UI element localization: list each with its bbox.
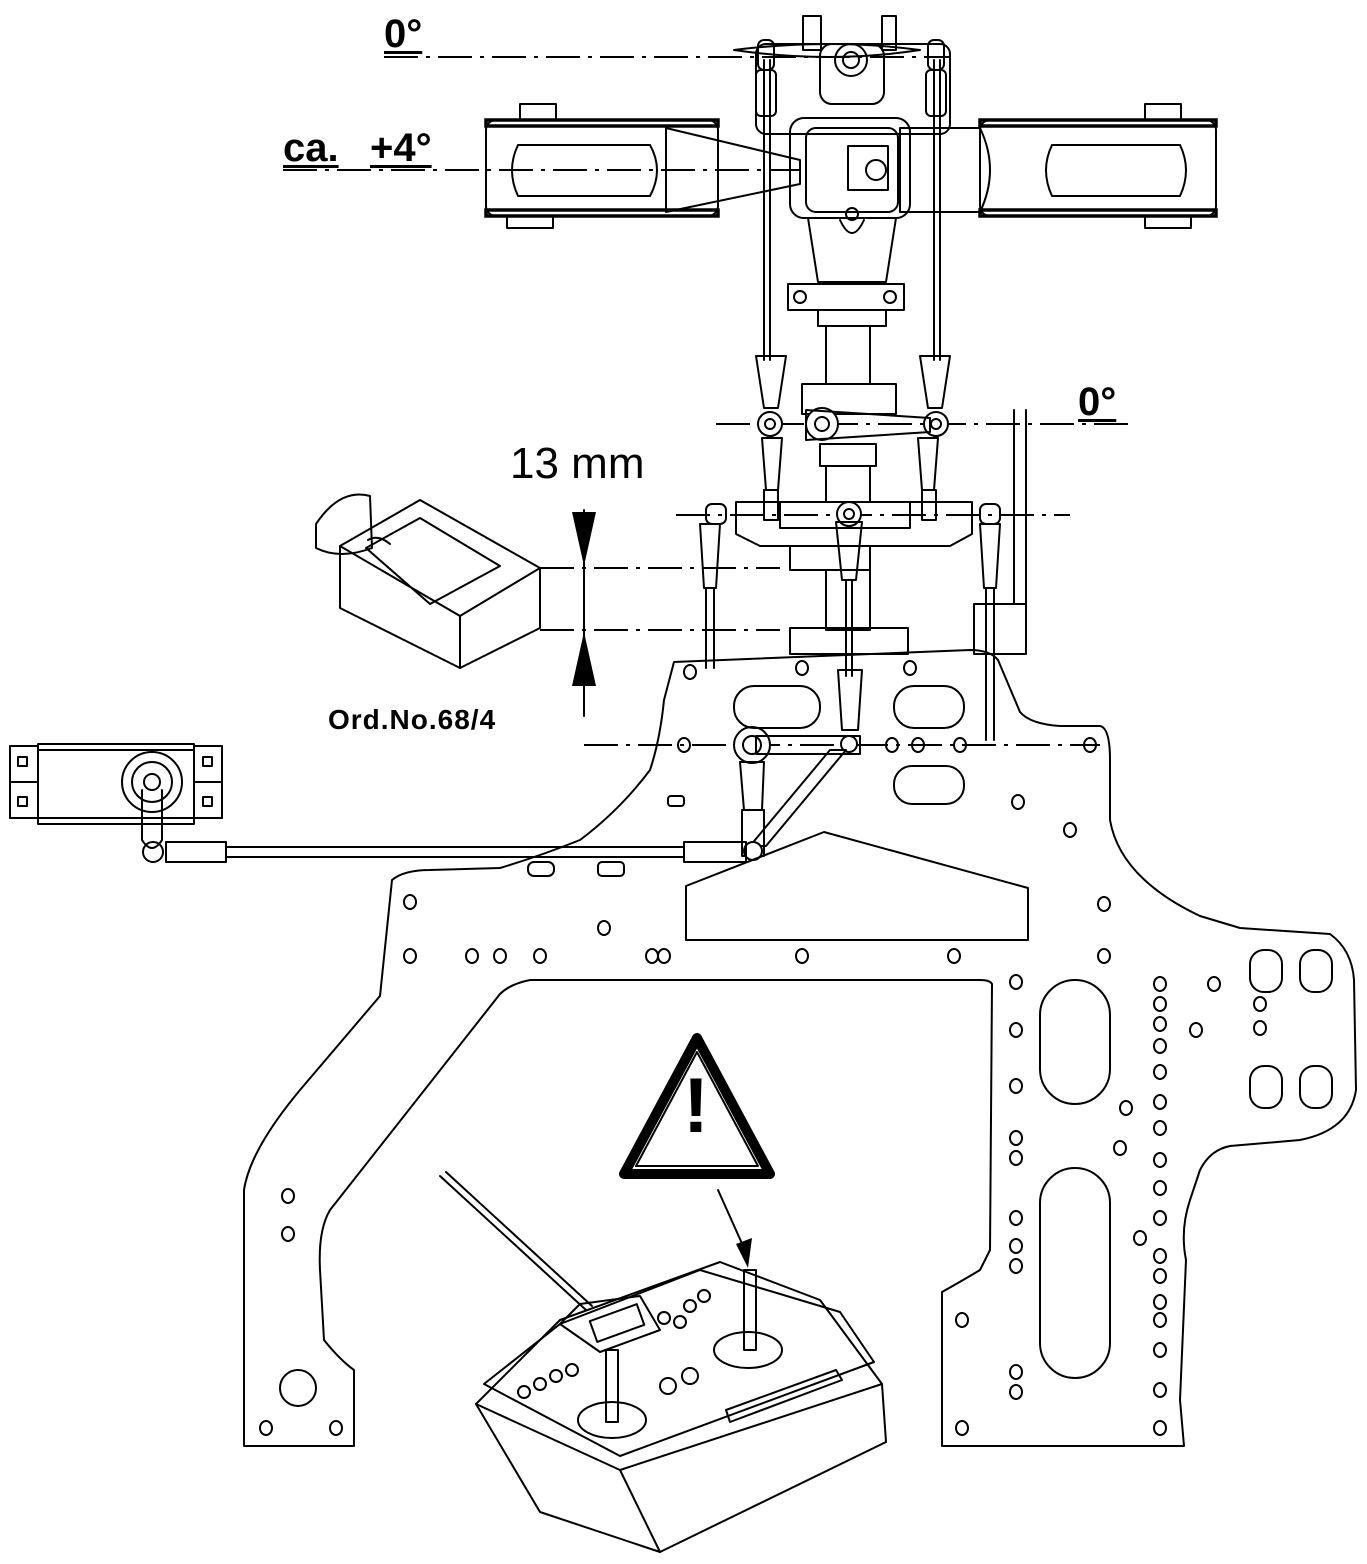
pitch-linkages [755, 39, 951, 521]
frame-hole [493, 948, 507, 964]
frame-hole [281, 1226, 295, 1242]
frame-hole [465, 948, 479, 964]
frame-hole [683, 664, 697, 680]
frame-hole [1009, 1022, 1023, 1038]
frame-hole [1153, 1064, 1167, 1080]
frame-hole [1153, 1342, 1167, 1358]
frame-hole [1153, 1210, 1167, 1226]
warning-triangle-icon [619, 1033, 775, 1179]
frame-hole [597, 920, 611, 936]
blade-pitch-angle-label: +4° [370, 126, 432, 170]
frame-hole [533, 948, 547, 964]
frame-hole [1153, 1180, 1167, 1196]
frame-hole [1009, 974, 1023, 990]
mixer-angle-label: 0° [1078, 380, 1117, 424]
frame-hole [1153, 996, 1167, 1012]
frame-hole [403, 894, 417, 910]
frame-hole [1009, 1384, 1023, 1400]
frame-hole [1253, 1020, 1267, 1036]
frame-hole [1153, 1312, 1167, 1328]
pitch-gauge-tool [315, 493, 541, 669]
warning-glyph: ! [683, 1061, 709, 1149]
frame-hole [1153, 1152, 1167, 1168]
gauge-dimension-arrows [572, 509, 596, 717]
transmitter [439, 1171, 887, 1553]
frame-hole [911, 737, 925, 753]
frame-hole [329, 1420, 343, 1436]
frame-hole [1119, 1100, 1133, 1116]
frame-hole [953, 737, 967, 753]
frame-hole [1153, 1094, 1167, 1110]
blade-prefix-label: ca. [283, 126, 339, 170]
frame-hole [885, 737, 899, 753]
frame-hole [795, 948, 809, 964]
servo [9, 743, 223, 849]
frame-hole [947, 948, 961, 964]
helicopter-frame [243, 649, 1357, 1447]
frame-hole [1009, 1364, 1023, 1380]
frame-hole [1009, 1130, 1023, 1146]
bellcrank-linkage [142, 726, 861, 863]
frame-hole [645, 948, 659, 964]
frame-hole [1153, 1382, 1167, 1398]
rotor-head [484, 15, 1218, 503]
frame-hole [1009, 1238, 1023, 1254]
frame-hole [1153, 1420, 1167, 1436]
frame-hole [1153, 1268, 1167, 1284]
frame-hole [795, 660, 809, 676]
frame-hole [1153, 1038, 1167, 1054]
frame-holes [259, 660, 1267, 1436]
frame-hole [1097, 948, 1111, 964]
frame-hole [281, 1188, 295, 1204]
frame-hole [1063, 822, 1077, 838]
frame-hole [1009, 1150, 1023, 1166]
frame-hole [955, 1312, 969, 1328]
frame-hole [1253, 996, 1267, 1012]
frame-hole [1009, 1210, 1023, 1226]
frame-hole [1207, 976, 1221, 992]
frame-hole [1083, 737, 1097, 753]
rotor-head-angle-label: 0° [384, 12, 423, 56]
frame-hole [677, 737, 691, 753]
gauge-distance-label: 13 mm [510, 439, 645, 488]
frame-hole [1153, 976, 1167, 992]
swashplate [699, 409, 1027, 741]
frame-hole [1153, 1248, 1167, 1264]
frame-hole [1133, 1230, 1147, 1246]
frame-hole [955, 1420, 969, 1436]
frame-hole [1113, 1140, 1127, 1156]
frame-hole [1097, 896, 1111, 912]
frame-hole [657, 948, 671, 964]
frame-hole [1153, 1016, 1167, 1032]
gauge-order-number-label: Ord.No.68/4 [328, 704, 497, 735]
frame-hole [1009, 1258, 1023, 1274]
frame-hole [1153, 1120, 1167, 1136]
frame-hole [1153, 1294, 1167, 1310]
frame-hole [1009, 1078, 1023, 1094]
frame-hole [259, 1420, 273, 1436]
frame-hole [403, 948, 417, 964]
frame-hole [1011, 794, 1025, 810]
frame-hole [1189, 1022, 1203, 1038]
frame-hole [903, 660, 917, 676]
warning-pointer-arrow [717, 1189, 752, 1268]
